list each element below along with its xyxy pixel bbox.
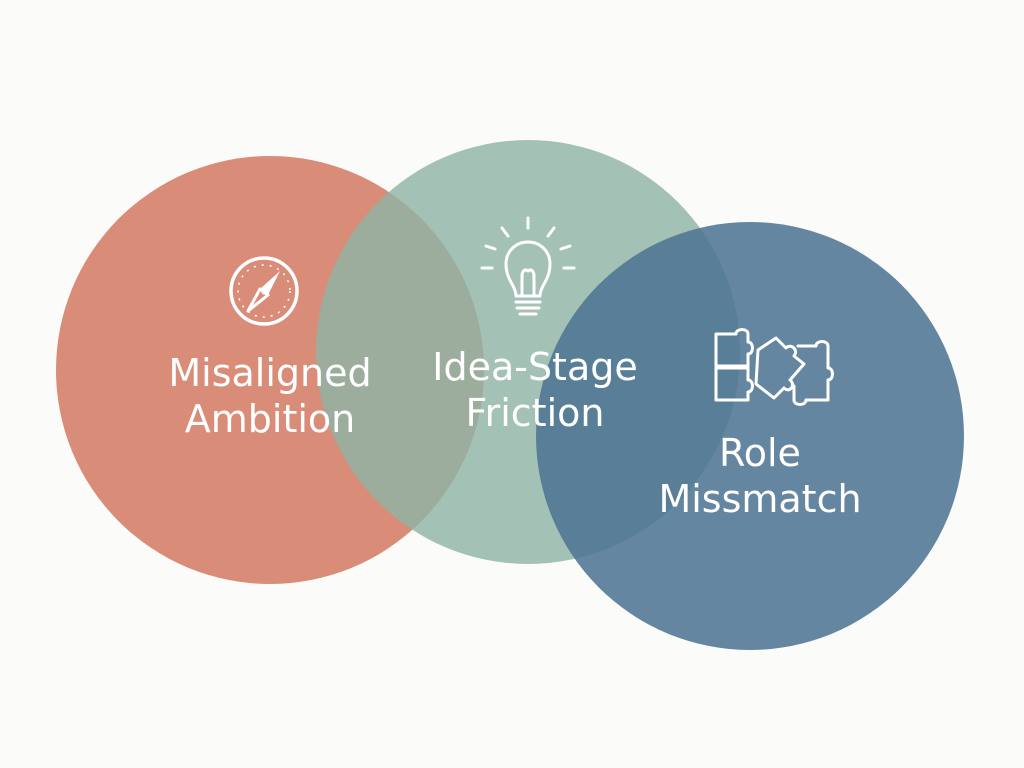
label-idea-stage-friction-line1: Idea-Stage <box>432 345 638 389</box>
label-role-mismatch-line1: Role <box>719 431 801 475</box>
label-idea-stage-friction: Idea-Stage Friction <box>400 344 670 437</box>
circle-role-mismatch <box>536 222 964 650</box>
label-role-mismatch-line2: Missmatch <box>658 477 862 522</box>
label-misaligned-ambition-line1: Misaligned <box>168 351 372 395</box>
lightbulb-icon <box>478 216 578 328</box>
puzzle-icon <box>710 328 834 412</box>
label-misaligned-ambition-line2: Ambition <box>184 397 356 442</box>
label-role-mismatch: Role Missmatch <box>640 430 880 523</box>
label-misaligned-ambition: Misaligned Ambition <box>140 350 400 443</box>
label-idea-stage-friction-line2: Friction <box>465 391 605 436</box>
compass-icon <box>226 253 302 329</box>
